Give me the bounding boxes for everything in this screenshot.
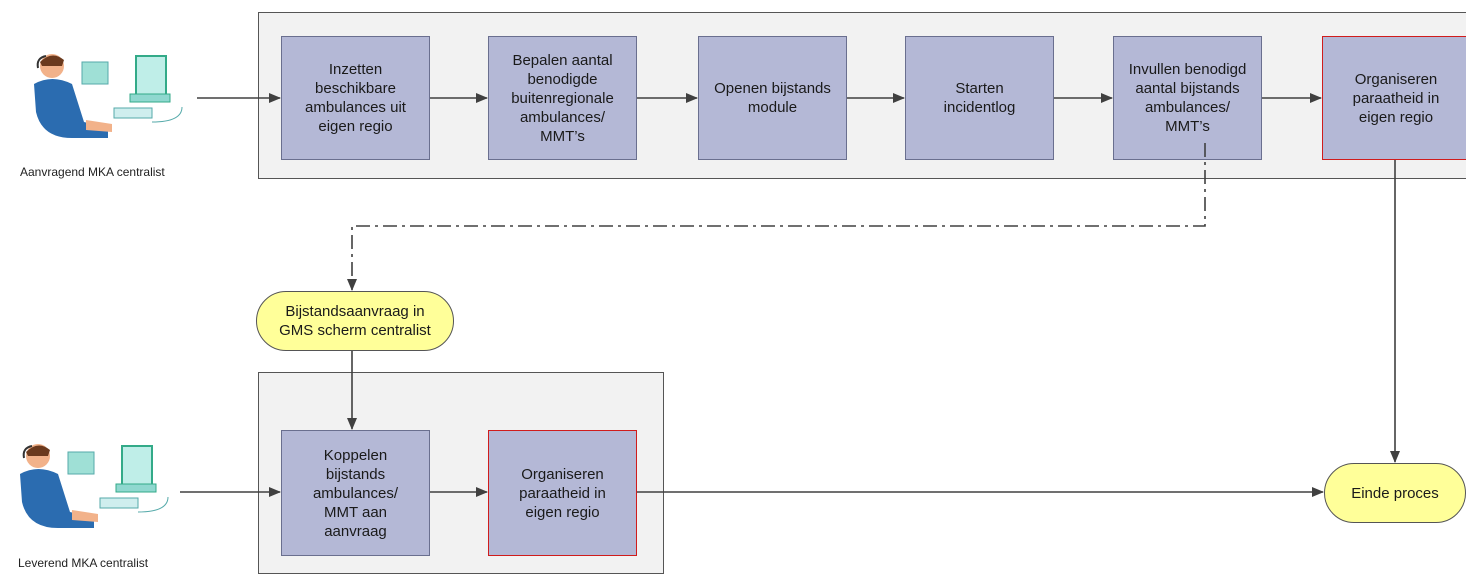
step-fill-required-ambulances: Invullen benodigd aantal bijstands ambul… [1113,36,1262,160]
step-organize-readiness-supplying: Organiseren paraatheid in eigen regio [488,430,637,556]
requesting-lane [258,12,1466,179]
supplying-actor-label: Leverend MKA centralist [18,556,149,570]
terminal-assistance-request: Bijstandsaanvraag in GMS scherm centrali… [256,291,454,351]
step-start-incident-log: Starten incidentlog [905,36,1054,160]
step-organize-readiness-requesting: Organiseren paraatheid in eigen regio [1322,36,1466,160]
operator-icon-supplying [18,442,178,552]
step-open-assistance-module: Openen bijstands module [698,36,847,160]
terminal-end-process: Einde proces [1324,463,1466,523]
dashed-arrow-step5-to-request [347,143,1206,291]
requesting-actor-label: Aanvragend MKA centralist [20,165,165,179]
step-determine-external-ambulances: Bepalen aantal benodigde buitenregionale… [488,36,637,160]
operator-icon-requesting [32,52,192,162]
step-deploy-own-ambulances: Inzetten beschikbare ambulances uit eige… [281,36,430,160]
step-link-ambulances-to-request: Koppelen bijstands ambulances/ MMT aan a… [281,430,430,556]
